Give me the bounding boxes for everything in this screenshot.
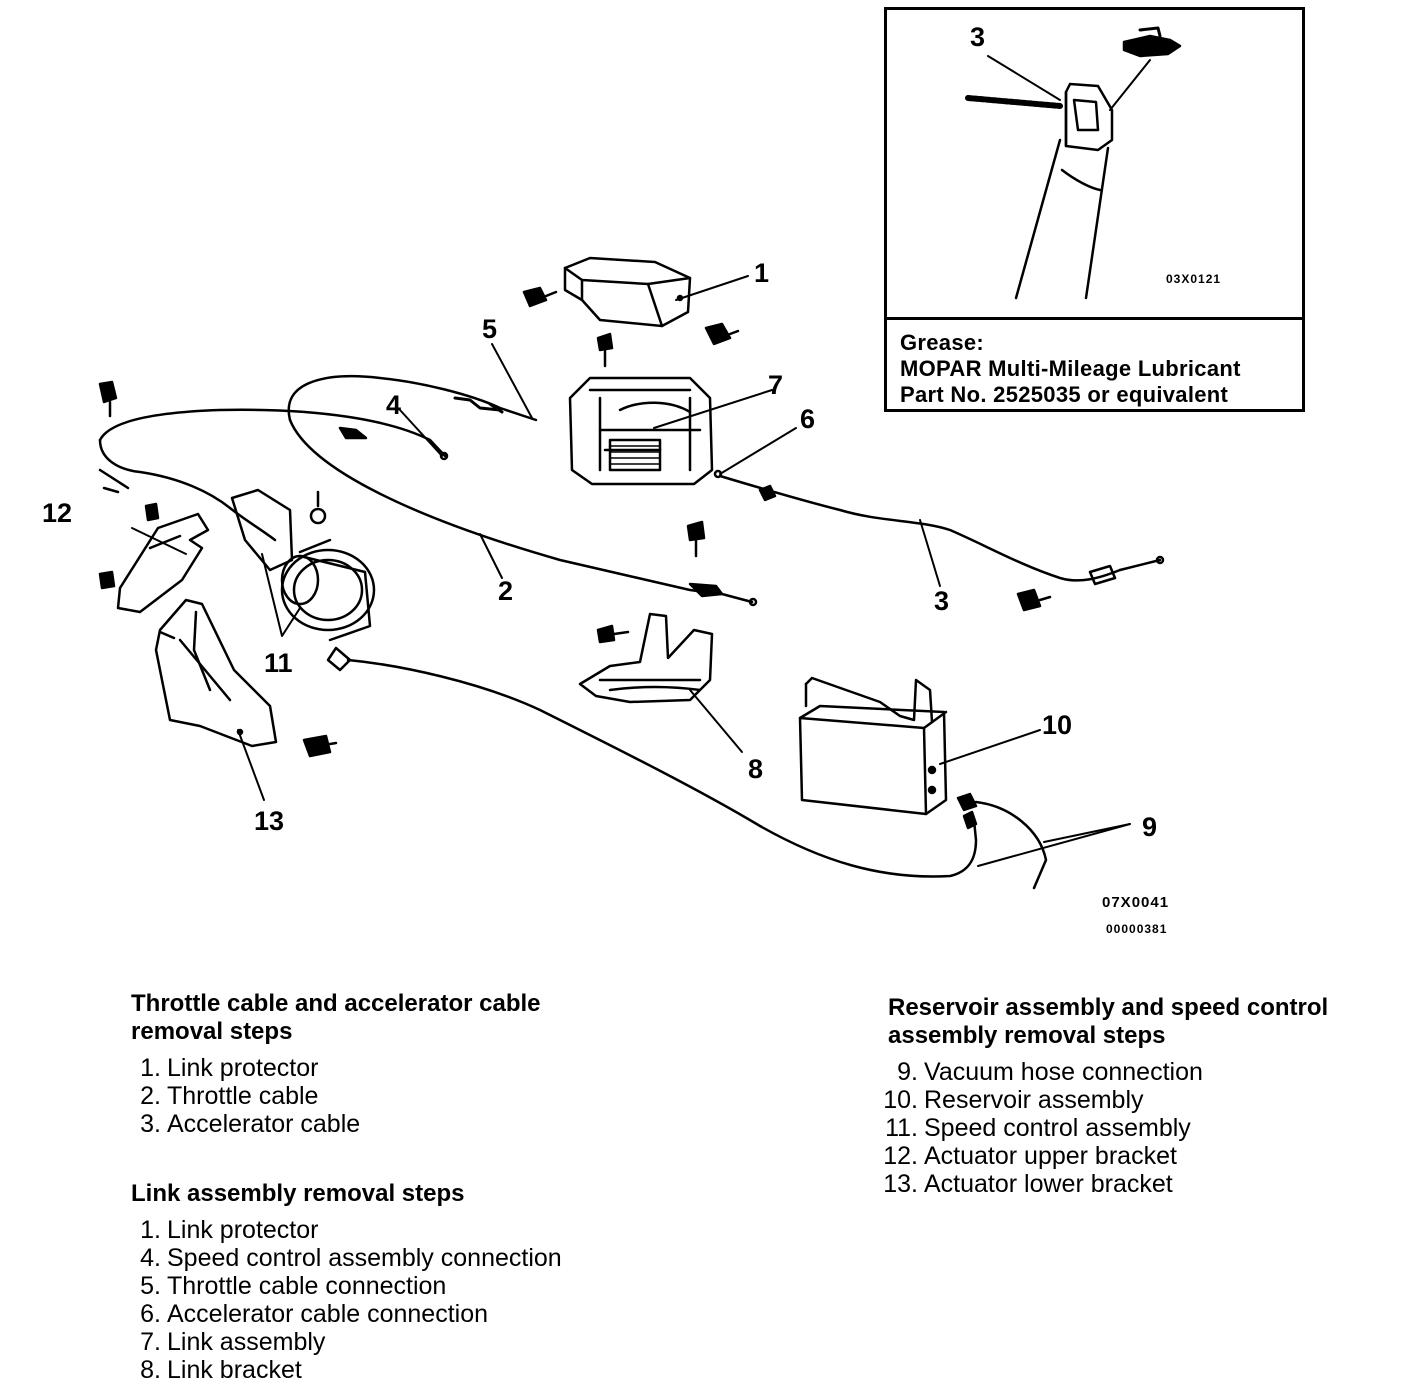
- reservoir-assembly-part: [798, 676, 948, 816]
- leader-lines: [131, 275, 1131, 867]
- callout-9: 9: [1142, 812, 1157, 842]
- list-item: 7.Link assembly: [140, 1328, 326, 1356]
- inset-illustration: [965, 26, 1182, 300]
- callout-12: 12: [42, 498, 72, 528]
- reservoir-speed-control-removal-steps: Reservoir assembly and speed control ass…: [883, 994, 1398, 1198]
- list-item: 1.Link protector: [140, 1054, 319, 1082]
- list-item: 3.Accelerator cable: [140, 1110, 361, 1138]
- list-item: 4.Speed control assembly connection: [140, 1244, 562, 1272]
- step-list: 1.Link protector 4.Speed control assembl…: [131, 1216, 731, 1384]
- exploded-view-diagram: 1 5 4 7 6 12 2 3 11 10 8 9 13 07X0041 00…: [42, 22, 1221, 936]
- bolt-icon: [522, 286, 558, 308]
- callout-3: 3: [934, 586, 949, 616]
- link-assembly-part: [568, 376, 714, 486]
- speed-control-assembly-part: [230, 488, 978, 878]
- callout-4: 4: [386, 390, 401, 420]
- accelerator-cable-part: [713, 469, 1165, 586]
- list-item: 9.Vacuum hose connection: [897, 1058, 1203, 1086]
- bolt-icon: [686, 520, 706, 558]
- vacuum-hose-part: [956, 792, 1048, 890]
- callout-2: 2: [498, 576, 513, 606]
- callout-6: 6: [800, 404, 815, 434]
- callout-labels: 1 5 4 7 6 12 2 3 11 10 8 9 13: [42, 258, 1157, 842]
- section-title: Reservoir assembly and speed control ass…: [888, 994, 1329, 1049]
- link-bracket-part: [578, 612, 714, 704]
- list-item: 11.Speed control assembly: [885, 1114, 1191, 1142]
- grease-note: Grease: MOPAR Multi-Mileage Lubricant Pa…: [884, 317, 1305, 412]
- list-item: 2.Throttle cable: [140, 1082, 319, 1110]
- grease-note-product: MOPAR Multi-Mileage Lubricant: [900, 356, 1241, 381]
- list-item: 6.Accelerator cable connection: [140, 1300, 489, 1328]
- callout-13: 13: [254, 806, 284, 836]
- section-title: Throttle cable and accelerator cable rem…: [131, 990, 541, 1045]
- figure-code: 07X0041: [1102, 894, 1169, 911]
- bolt-icon: [98, 380, 118, 418]
- throttle-cable-removal-steps: Throttle cable and accelerator cable rem…: [131, 990, 731, 1138]
- list-item: 8.Link bracket: [140, 1356, 302, 1384]
- list-item: 13.Actuator lower bracket: [883, 1170, 1173, 1198]
- grease-gun-icon: [1122, 26, 1182, 58]
- bolt-icon: [596, 332, 614, 368]
- figure-ref: 00000381: [1106, 922, 1167, 936]
- list-item: 5.Throttle cable connection: [140, 1272, 447, 1300]
- throttle-cable-part: [287, 375, 758, 607]
- inset-figure-code: 03X0121: [1166, 272, 1221, 286]
- callout-10: 10: [1042, 710, 1072, 740]
- grease-note-title: Grease:: [900, 330, 985, 355]
- actuator-upper-bracket-part: [98, 502, 210, 614]
- bolt-icon: [704, 322, 740, 346]
- callout-5: 5: [482, 314, 497, 344]
- step-list: 9.Vacuum hose connection 10.Reservoir as…: [871, 1058, 1398, 1198]
- list-item: 1.Link protector: [140, 1216, 319, 1244]
- speed-control-cable-part: [98, 408, 449, 542]
- step-list: 1.Link protector 2.Throttle cable 3.Acce…: [131, 1054, 731, 1138]
- callout-8: 8: [748, 754, 763, 784]
- inset-callout-3: 3: [970, 22, 985, 52]
- callout-11: 11: [264, 648, 293, 678]
- inset-detail-box: [884, 7, 1305, 412]
- link-assembly-removal-steps: Link assembly removal steps 1.Link prote…: [131, 1180, 731, 1384]
- bolt-icon: [1016, 588, 1052, 612]
- grease-note-part-number: Part No. 2525035 or equivalent: [900, 382, 1229, 407]
- list-item: 12.Actuator upper bracket: [883, 1142, 1177, 1170]
- link-protector-part: [563, 256, 692, 328]
- section-title: Link assembly removal steps: [131, 1180, 465, 1207]
- callout-1: 1: [754, 258, 769, 288]
- actuator-lower-bracket-part: [154, 598, 338, 758]
- list-item: 10.Reservoir assembly: [883, 1086, 1144, 1114]
- callout-7: 7: [768, 370, 783, 400]
